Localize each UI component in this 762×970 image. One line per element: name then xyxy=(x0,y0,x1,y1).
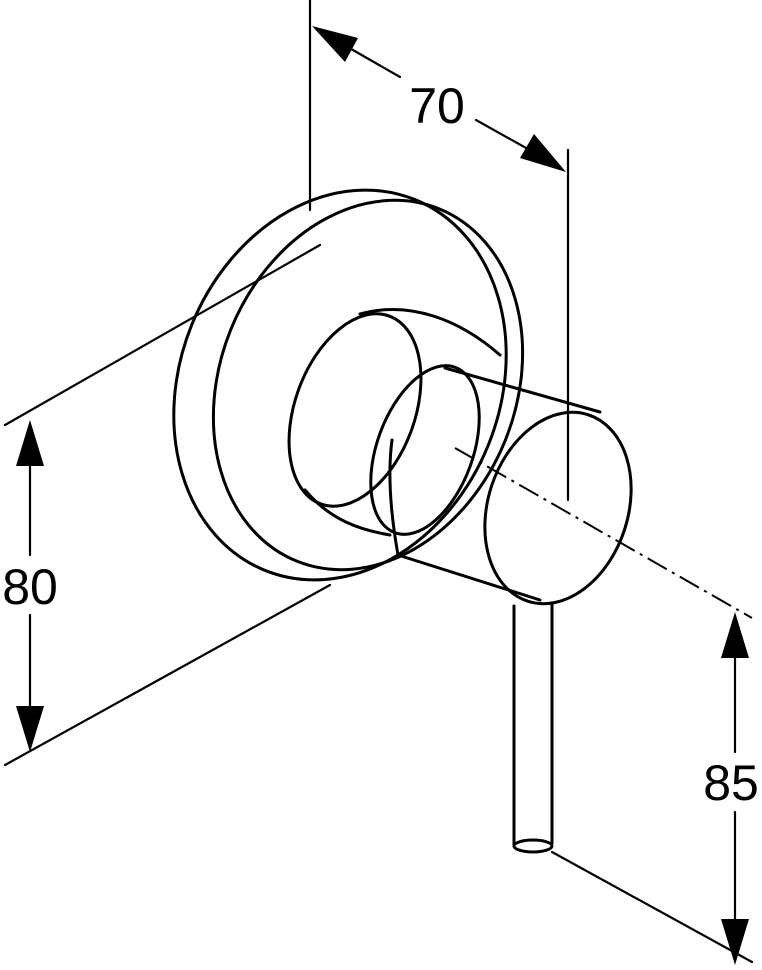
dimension-lever-drop: 85 xyxy=(700,612,762,965)
dimension-height: 80 xyxy=(0,420,64,752)
collar-ring xyxy=(369,364,481,536)
handle-cylinder xyxy=(388,366,633,606)
body-cylinder xyxy=(287,308,502,537)
lever xyxy=(512,602,554,854)
arrowhead-icon xyxy=(520,134,566,172)
extension-lines xyxy=(3,0,754,964)
dimension-label-lever-drop: 85 xyxy=(703,755,759,811)
arrowhead-icon xyxy=(312,26,358,62)
rosette-plate xyxy=(172,188,525,582)
centre-axis-line xyxy=(454,447,753,619)
dimension-label-height: 80 xyxy=(2,559,58,615)
arrowhead-icon xyxy=(721,612,749,658)
dimension-label-depth: 70 xyxy=(409,78,465,134)
dimension-depth: 70 xyxy=(312,26,566,172)
arrowhead-icon xyxy=(16,420,44,466)
arrowhead-icon xyxy=(721,919,749,965)
arrowhead-icon xyxy=(16,706,44,752)
